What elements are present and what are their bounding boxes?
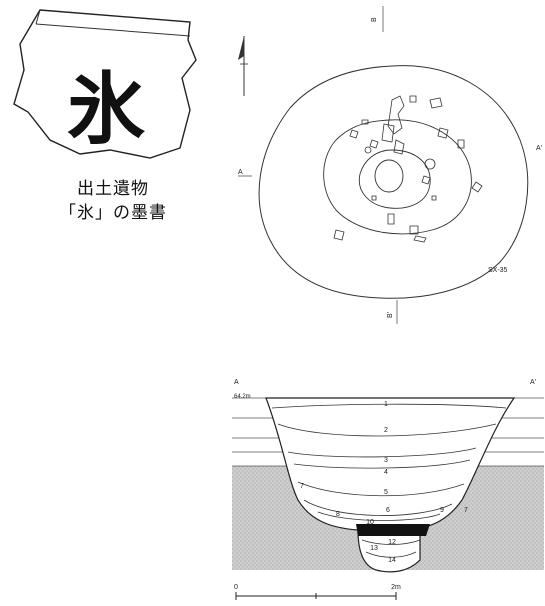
plan-label-b-bottom: B' <box>387 312 394 318</box>
pottery-sherd-drawing: 氷 <box>13 9 197 159</box>
pit-plan-view: B <box>238 6 542 324</box>
layer-8: 8 <box>336 511 340 518</box>
layer-7-left: 7 <box>300 483 304 490</box>
layer-12: 12 <box>388 539 396 546</box>
section-label-a: A <box>234 379 239 386</box>
pit-section-view: 1 2 3 4 5 6 7 7 8 9 10 12 13 14 A A' 64.… <box>232 379 544 573</box>
layer-4: 4 <box>384 469 388 476</box>
layer-3: 3 <box>384 457 388 464</box>
layer-14: 14 <box>388 557 396 564</box>
layer-13: 13 <box>370 545 378 552</box>
layer-6: 6 <box>386 507 390 514</box>
section-elevation: 64.2m <box>234 394 251 400</box>
layer-2: 2 <box>384 427 388 434</box>
plan-label-a: A <box>238 169 243 176</box>
plan-label-b-top: B <box>371 17 378 22</box>
caption-line-2: 「氷」の墨書 <box>59 203 167 223</box>
charcoal-layer <box>356 524 430 536</box>
north-arrow-icon <box>238 36 248 96</box>
section-label-a-right: A' <box>530 379 536 386</box>
feature-id-label: SX-35 <box>488 267 508 274</box>
sherd-ink-character: 氷 <box>67 65 146 155</box>
scale-bar: 0 2m <box>234 584 401 600</box>
scale-start-label: 0 <box>234 584 238 591</box>
layer-1: 1 <box>384 401 388 408</box>
pit-fill <box>265 397 516 573</box>
caption-line-1: 出土遺物 <box>77 179 149 199</box>
plan-label-a-right: A' <box>536 145 542 152</box>
layer-5: 5 <box>384 489 388 496</box>
scale-end-label: 2m <box>391 584 401 591</box>
layer-7-right: 7 <box>464 507 468 514</box>
layer-9: 9 <box>440 507 444 514</box>
layer-10: 10 <box>366 519 374 526</box>
plan-stones <box>333 95 483 243</box>
